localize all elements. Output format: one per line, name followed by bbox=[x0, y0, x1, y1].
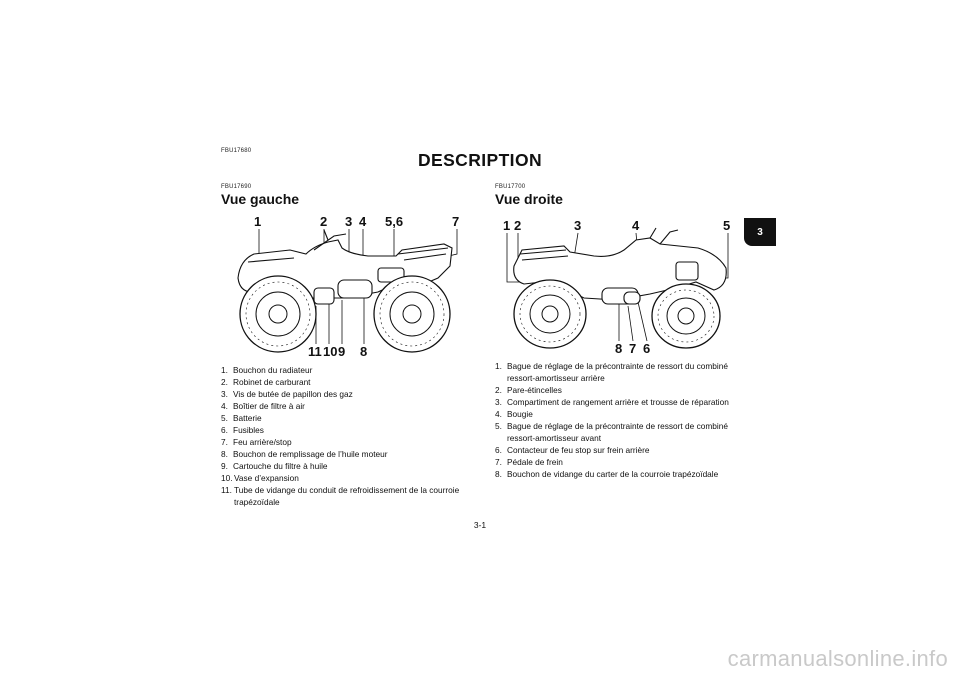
left-callout-1: 1 bbox=[254, 214, 261, 229]
list-item: 1.Bague de réglage de la précontrainte d… bbox=[495, 361, 728, 383]
list-item: 10.Vase d’expansion bbox=[221, 473, 299, 483]
list-item: 8.Bouchon de vidange du carter de la cou… bbox=[495, 469, 719, 479]
right-callout-3: 3 bbox=[574, 218, 581, 233]
right-callout-8: 8 bbox=[615, 341, 622, 356]
list-item: 6.Fusibles bbox=[221, 425, 264, 435]
atv-left-view-figure: 1 2 3 4 5,6 7 11 10 9 8 bbox=[228, 210, 468, 360]
list-item: 4.Bougie bbox=[495, 409, 533, 419]
right-callout-1: 1 bbox=[503, 218, 510, 233]
left-callout-11: 11 bbox=[308, 344, 322, 359]
left-section-code: FBU17690 bbox=[221, 184, 252, 190]
list-item: 5.Batterie bbox=[221, 413, 262, 423]
list-item: 3.Vis de butée de papillon des gaz bbox=[221, 389, 353, 399]
left-parts-list: 1.Bouchon du radiateur 2.Robinet de carb… bbox=[221, 364, 461, 508]
list-item: 1.Bouchon du radiateur bbox=[221, 365, 313, 375]
left-callout-56: 5,6 bbox=[385, 214, 403, 229]
left-callout-7: 7 bbox=[452, 214, 459, 229]
right-callout-4: 4 bbox=[632, 218, 640, 233]
left-section-heading: Vue gauche bbox=[221, 191, 300, 207]
page-number: 3-1 bbox=[473, 520, 487, 530]
list-item: 8.Bouchon de remplissage de l’huile mote… bbox=[221, 449, 388, 459]
left-callout-3: 3 bbox=[345, 214, 352, 229]
left-callout-2: 2 bbox=[320, 214, 327, 229]
watermark: carmanualsonline.info bbox=[727, 646, 948, 671]
left-callout-10: 10 bbox=[323, 344, 337, 359]
right-section-heading: Vue droite bbox=[495, 191, 563, 207]
left-callout-4: 4 bbox=[359, 214, 367, 229]
list-item: 3.Compartiment de rangement arrière et t… bbox=[495, 397, 729, 407]
right-section-code: FBU17700 bbox=[495, 184, 526, 190]
atv-right-view-figure: 1 2 3 4 5 8 7 6 bbox=[500, 210, 740, 360]
right-callout-7: 7 bbox=[629, 341, 636, 356]
list-item: 9.Cartouche du filtre à huile bbox=[221, 461, 328, 471]
left-callout-9: 9 bbox=[338, 344, 345, 359]
list-item: 2.Pare-étincelles bbox=[495, 385, 562, 395]
list-item: 6.Contacteur de feu stop sur frein arriè… bbox=[495, 445, 650, 455]
left-callout-8: 8 bbox=[360, 344, 367, 359]
list-item: 4.Boîtier de filtre à air bbox=[221, 401, 305, 411]
list-item: 7.Feu arrière/stop bbox=[221, 437, 292, 447]
right-callout-6: 6 bbox=[643, 341, 650, 356]
page-title: DESCRIPTION bbox=[418, 150, 542, 170]
right-callout-5: 5 bbox=[723, 218, 730, 233]
list-item: 7.Pédale de frein bbox=[495, 457, 563, 467]
list-item: 11.Tube de vidange du conduit de refroid… bbox=[221, 485, 460, 507]
list-item: 5.Bague de réglage de la précontrainte d… bbox=[495, 421, 728, 443]
chapter-tab: 3 bbox=[744, 218, 776, 246]
right-callout-2: 2 bbox=[514, 218, 521, 233]
list-item: 2.Robinet de carburant bbox=[221, 377, 311, 387]
header-code: FBU17680 bbox=[221, 148, 252, 154]
right-parts-list: 1.Bague de réglage de la précontrainte d… bbox=[495, 360, 735, 480]
